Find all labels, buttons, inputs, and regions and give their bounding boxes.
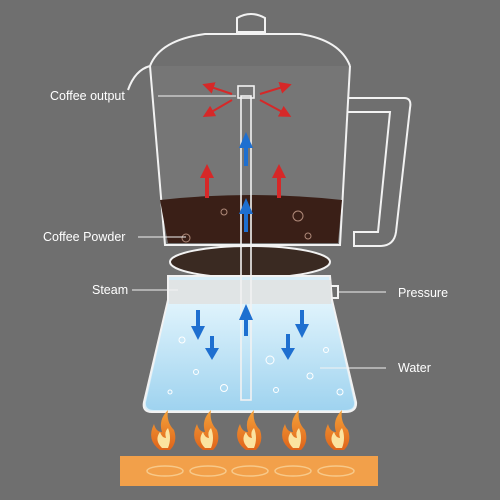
arrow-icon	[295, 310, 309, 338]
burner-rings	[146, 465, 355, 477]
steam-zone	[169, 280, 331, 304]
tube-top	[237, 85, 255, 99]
arrow-icon	[259, 99, 292, 117]
lid	[149, 33, 351, 67]
arrow-icon	[202, 82, 233, 95]
lid-knob	[236, 13, 266, 33]
burner-plate	[120, 456, 378, 486]
flame-icon	[237, 410, 262, 450]
leader-lines	[132, 95, 386, 369]
arrow-icon	[259, 82, 292, 95]
arrow-icon	[205, 336, 219, 360]
label-coffee-output: Coffee output	[50, 89, 125, 103]
arrow-icon	[239, 132, 253, 166]
flame-icon	[151, 410, 176, 450]
arrow-icon	[281, 334, 295, 360]
flame-icon	[282, 410, 307, 450]
arrow-icon	[191, 310, 205, 340]
funnel-tube	[240, 95, 252, 401]
arrow-icon	[200, 164, 214, 198]
label-water: Water	[398, 361, 431, 375]
water-bubbles	[167, 336, 344, 396]
flow-arrows-blue	[191, 132, 309, 360]
flame-icon	[325, 410, 350, 450]
arrow-icon	[239, 198, 253, 232]
arrow-icon	[239, 304, 253, 336]
label-pressure: Pressure	[398, 286, 449, 300]
label-steam: Steam	[92, 283, 129, 297]
rising-arrows-red	[200, 164, 286, 198]
handle	[348, 97, 412, 247]
arrow-icon	[272, 164, 286, 198]
coffee-bubbles	[181, 208, 312, 243]
spout	[127, 65, 151, 91]
filter-plate	[169, 245, 331, 279]
label-coffee-powder: Coffee Powder	[43, 230, 126, 244]
output-arrows	[202, 82, 292, 118]
flame-icon	[194, 410, 219, 450]
burner-flames	[151, 410, 350, 450]
arrow-icon	[202, 99, 233, 118]
